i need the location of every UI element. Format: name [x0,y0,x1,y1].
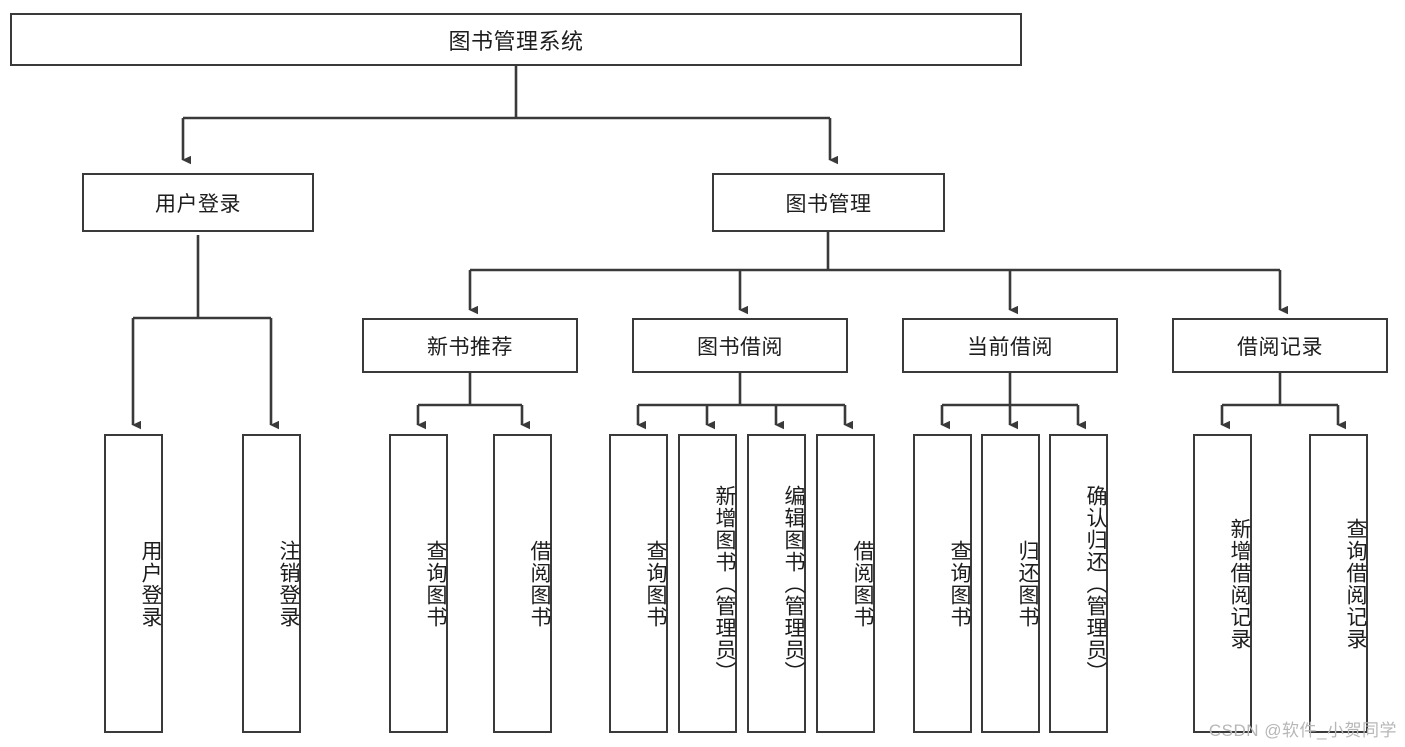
leaf-current-borrow-return[interactable]: 归还图书 [981,434,1040,733]
node-label: 新增借阅记录 [1228,517,1251,650]
csdn-watermark: CSDN @软件_小贺同学 [1208,721,1397,740]
node-label: 编辑图书（管理员） [782,484,805,683]
node-label: 图书管理 [785,192,872,216]
node-label: 新书推荐 [427,335,513,359]
node-label: 当前借阅 [967,335,1053,359]
leaf-book-borrow-add[interactable]: 新增图书（管理员） [678,434,737,733]
node-new-book-recommend[interactable]: 新书推荐 [362,318,578,373]
node-label: 借阅图书 [851,539,874,628]
node-current-borrow[interactable]: 当前借阅 [902,318,1118,373]
node-label: 查询借阅记录 [1344,517,1367,650]
node-label: 确认归还（管理员） [1084,484,1107,683]
node-label: 归还图书 [1016,539,1039,628]
node-label: 新增图书（管理员） [713,484,736,683]
node-user-login[interactable]: 用户登录 [82,173,314,232]
leaf-user-login-signin[interactable]: 用户登录 [104,434,163,733]
node-label: 用户登录 [139,539,162,628]
node-label: 查询图书 [948,539,971,628]
leaf-user-login-signout[interactable]: 注销登录 [242,434,301,733]
leaf-new-book-borrow[interactable]: 借阅图书 [493,434,552,733]
leaf-new-book-query[interactable]: 查询图书 [389,434,448,733]
node-borrow-record[interactable]: 借阅记录 [1172,318,1388,373]
node-label: 借阅图书 [528,539,551,628]
node-book-borrow[interactable]: 图书借阅 [632,318,848,373]
leaf-borrow-record-add[interactable]: 新增借阅记录 [1193,434,1252,733]
node-label: 注销登录 [277,539,300,628]
node-label: 查询图书 [424,539,447,628]
leaf-book-borrow-lend[interactable]: 借阅图书 [816,434,875,733]
node-label: 借阅记录 [1237,335,1323,359]
leaf-borrow-record-query[interactable]: 查询借阅记录 [1309,434,1368,733]
node-label: 用户登录 [155,192,241,216]
node-label: 图书管理系统 [448,28,584,54]
node-label: 图书借阅 [697,335,783,359]
leaf-current-borrow-confirm-return[interactable]: 确认归还（管理员） [1049,434,1108,733]
leaf-current-borrow-query[interactable]: 查询图书 [913,434,972,733]
node-root-system[interactable]: 图书管理系统 [10,13,1022,66]
node-book-management[interactable]: 图书管理 [712,173,945,232]
node-label: 查询图书 [644,539,667,628]
leaf-book-borrow-edit[interactable]: 编辑图书（管理员） [747,434,806,733]
leaf-book-borrow-query[interactable]: 查询图书 [609,434,668,733]
